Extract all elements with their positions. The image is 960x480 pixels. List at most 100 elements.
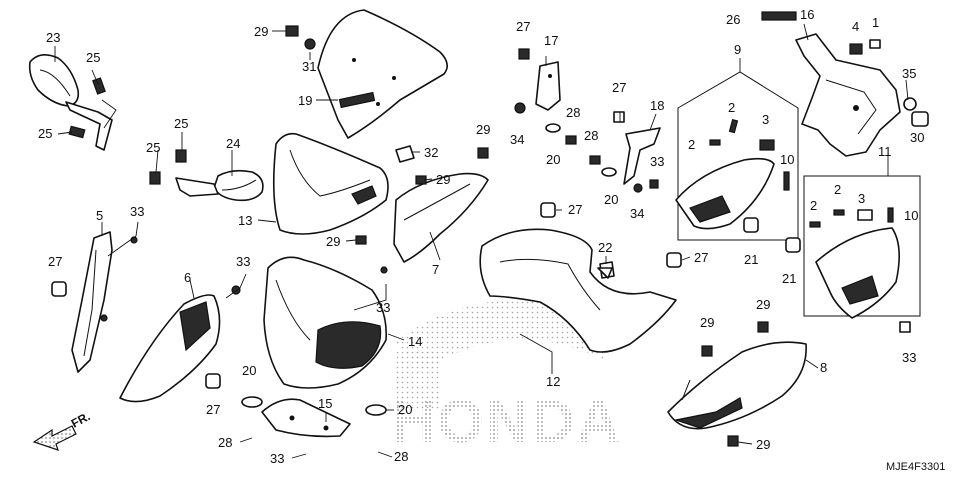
- honda-watermark-text: HONDA: [392, 388, 622, 455]
- honda-wing-watermark: [395, 300, 615, 410]
- part-26-bolt[interactable]: [761, 11, 797, 21]
- part-29-screw-top[interactable]: [285, 25, 299, 37]
- callout-4: 4: [852, 19, 859, 34]
- part-25-bolt[interactable]: [68, 77, 106, 139]
- catalog-code: MJE4F3301: [886, 461, 945, 473]
- callout-9: 9: [734, 42, 741, 57]
- part-6-middle-cowl[interactable]: [119, 294, 221, 403]
- part-11-small-parts[interactable]: [809, 207, 911, 333]
- callout-25: 25: [38, 126, 52, 141]
- part-23-mirror-left[interactable]: [28, 54, 113, 151]
- callout-27: 27: [694, 250, 708, 265]
- callout-13: 13: [238, 213, 252, 228]
- callout-35: 35: [902, 66, 916, 81]
- callout-33: 33: [376, 300, 390, 315]
- part-9-small-parts[interactable]: [709, 118, 790, 191]
- callout-26: 26: [726, 12, 740, 27]
- callout-29: 29: [254, 24, 268, 39]
- leader-lines: [54, 23, 909, 459]
- callout-labels: 23 25 25 25 25 24 29 31 19 13 32 29 29 2…: [38, 7, 924, 466]
- part-27-grommet-inner[interactable]: [540, 202, 682, 268]
- callout-2: 2: [728, 100, 735, 115]
- callout-17: 17: [544, 33, 558, 48]
- callout-32: 32: [424, 145, 438, 160]
- callout-27: 27: [612, 80, 626, 95]
- part-13-upper-cowl[interactable]: [272, 132, 389, 235]
- callout-7: 7: [432, 262, 439, 277]
- callout-14: 14: [408, 334, 422, 349]
- callout-28: 28: [566, 105, 580, 120]
- callout-34: 34: [630, 206, 644, 221]
- callout-27: 27: [516, 19, 530, 34]
- part-21-grommet[interactable]: [743, 217, 801, 253]
- callout-33: 33: [236, 254, 250, 269]
- part-29-screw-right[interactable]: [701, 321, 769, 447]
- part-15-lower-bracket[interactable]: [261, 398, 351, 438]
- part-9-assembly[interactable]: [675, 71, 799, 241]
- callout-25: 25: [86, 50, 100, 65]
- hardware-small-parts[interactable]: [130, 48, 659, 295]
- callout-33: 33: [902, 350, 916, 365]
- callout-33: 33: [650, 154, 664, 169]
- callout-29: 29: [476, 122, 490, 137]
- part-4-part-1-clips[interactable]: [849, 39, 881, 55]
- callout-20: 20: [546, 152, 560, 167]
- callout-29: 29: [700, 315, 714, 330]
- part-27-grommet-left[interactable]: [51, 281, 221, 389]
- callout-28: 28: [584, 128, 598, 143]
- callout-15: 15: [318, 396, 332, 411]
- part-35-30-washer[interactable]: [903, 97, 929, 127]
- part-17-bracket[interactable]: [535, 61, 561, 111]
- part-7-inner-trim[interactable]: [393, 172, 489, 263]
- callout-11: 11: [878, 144, 892, 159]
- callout-27: 27: [48, 254, 62, 269]
- callout-2: 2: [834, 182, 841, 197]
- part-31-nut[interactable]: [304, 38, 316, 50]
- callout-20: 20: [398, 402, 412, 417]
- callout-18: 18: [650, 98, 664, 113]
- callout-6: 6: [184, 270, 191, 285]
- callout-3: 3: [762, 112, 769, 127]
- callout-25: 25: [146, 140, 160, 155]
- front-direction-arrow: FR.: [32, 409, 92, 451]
- callout-23: 23: [46, 30, 60, 45]
- callout-29: 29: [756, 297, 770, 312]
- callout-12: 12: [546, 374, 560, 389]
- callout-33: 33: [130, 204, 144, 219]
- callout-28: 28: [218, 435, 232, 450]
- callout-3: 3: [858, 191, 865, 206]
- callout-25: 25: [174, 116, 188, 131]
- callout-19: 19: [298, 93, 312, 108]
- callout-20: 20: [242, 363, 256, 378]
- part-24-mirror-right[interactable]: [175, 169, 264, 202]
- part-19-windscreen[interactable]: [317, 9, 448, 139]
- part-14-lower-cowl[interactable]: [263, 256, 388, 389]
- part-16-cowl-stay[interactable]: [795, 33, 901, 157]
- callout-29: 29: [326, 234, 340, 249]
- callout-5: 5: [96, 208, 103, 223]
- callout-8: 8: [820, 360, 827, 375]
- callout-16: 16: [800, 7, 814, 22]
- part-8-side-cowl[interactable]: [667, 341, 807, 430]
- callout-21: 21: [744, 252, 758, 267]
- callout-1: 1: [872, 15, 879, 30]
- callout-24: 24: [226, 136, 240, 151]
- part-18-bracket[interactable]: [623, 127, 661, 185]
- part-32-bracket[interactable]: [395, 145, 415, 163]
- callout-2: 2: [810, 198, 817, 213]
- callout-29: 29: [436, 172, 450, 187]
- part-11-assembly[interactable]: [803, 175, 921, 319]
- callout-33: 33: [270, 451, 284, 466]
- callout-27: 27: [206, 402, 220, 417]
- callout-27: 27: [568, 202, 582, 217]
- callout-2: 2: [688, 137, 695, 152]
- callout-34: 34: [510, 132, 524, 147]
- part-22-clip[interactable]: [597, 267, 613, 279]
- callout-29: 29: [756, 437, 770, 452]
- callout-21: 21: [782, 271, 796, 286]
- callout-28: 28: [394, 449, 408, 464]
- part-25-bolt-right[interactable]: [149, 149, 187, 185]
- part-5-side-panel[interactable]: [71, 231, 113, 373]
- callout-31: 31: [302, 59, 316, 74]
